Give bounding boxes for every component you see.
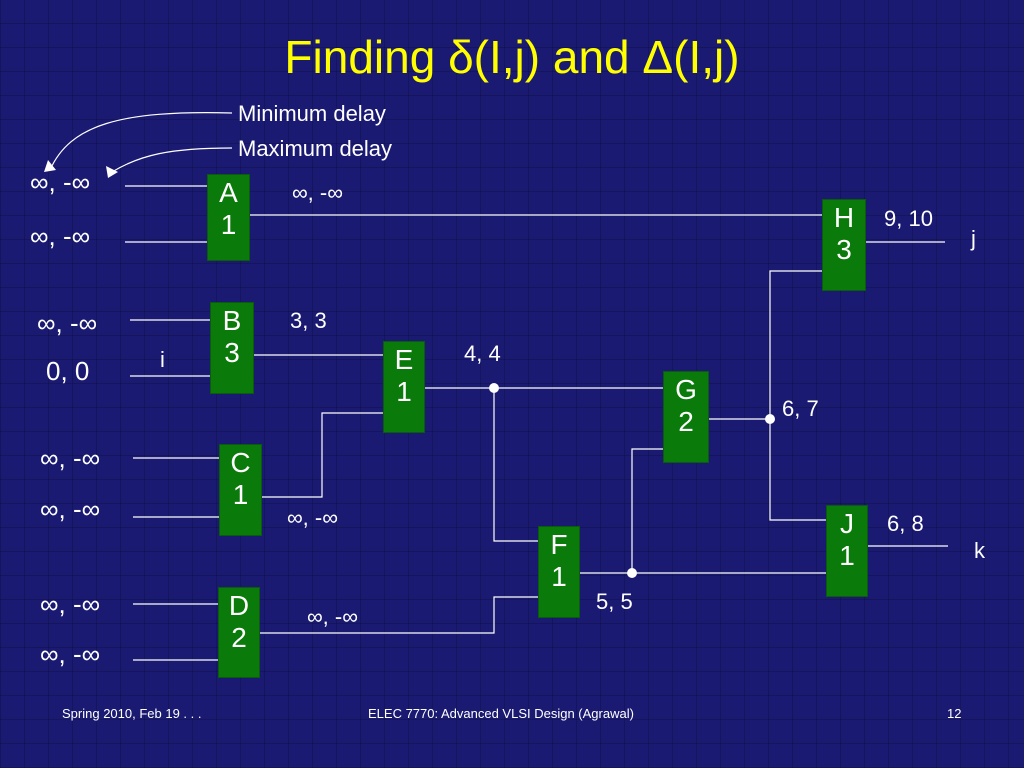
min-delay-label: Minimum delay xyxy=(238,101,386,126)
gate-e-name: E xyxy=(394,344,414,375)
gate-a: A 1 xyxy=(207,174,250,261)
footer-course: ELEC 7770: Advanced VLSI Design (Agrawal… xyxy=(368,706,634,721)
input-label-a1: ∞, -∞ xyxy=(30,167,91,197)
gate-g-name: G xyxy=(675,374,697,405)
gate-c: C 1 xyxy=(219,444,262,536)
wire-label-f-out: 5, 5 xyxy=(596,589,633,614)
gate-d-delay: 2 xyxy=(231,622,247,653)
gate-c-delay: 1 xyxy=(232,479,249,510)
gate-e-delay: 1 xyxy=(396,376,412,407)
slide-title: Finding δ(I,j) and Δ(I,j) xyxy=(284,31,740,83)
gate-b: B 3 xyxy=(210,302,254,394)
gate-d-name: D xyxy=(228,590,250,621)
wire-label-c-out: ∞, -∞ xyxy=(287,505,338,530)
max-delay-label: Maximum delay xyxy=(238,136,393,161)
gate-j-delay: 1 xyxy=(839,540,855,571)
gate-g: G 2 xyxy=(663,371,709,463)
gate-c-name: C xyxy=(230,447,251,478)
wire-label-e-out: 4, 4 xyxy=(464,341,501,366)
gate-f: F 1 xyxy=(538,526,580,618)
gate-h-delay: 3 xyxy=(836,234,852,265)
footer-page-number: 12 xyxy=(947,706,962,721)
wire-label-h-out: 9, 10 xyxy=(884,206,933,231)
wire-label-d-out: ∞, -∞ xyxy=(307,604,358,629)
gate-d: D 2 xyxy=(218,587,260,678)
gate-h: H 3 xyxy=(822,199,866,291)
gate-e: E 1 xyxy=(383,341,425,433)
fanout-dot-g xyxy=(765,414,775,424)
output-label-j: j xyxy=(971,226,976,251)
gate-f-delay: 1 xyxy=(551,561,567,592)
fanout-dot-e xyxy=(489,383,499,393)
min-delay-arrowhead xyxy=(44,160,56,172)
wire-label-j-out: 6, 8 xyxy=(887,511,924,536)
input-label-b1: ∞, -∞ xyxy=(37,308,98,338)
gate-h-name: H xyxy=(833,202,855,233)
gate-b-delay: 3 xyxy=(224,337,240,368)
wire-label-g-out: 6, 7 xyxy=(782,396,819,421)
input-label-d1: ∞, -∞ xyxy=(40,589,101,619)
output-label-k: k xyxy=(974,538,985,563)
input-label-c2: ∞, -∞ xyxy=(40,494,101,524)
input-label-a2: ∞, -∞ xyxy=(30,221,91,251)
gate-g-delay: 2 xyxy=(678,406,694,437)
gate-f-name: F xyxy=(550,529,568,560)
gate-b-name: B xyxy=(222,305,242,336)
gate-a-delay: 1 xyxy=(220,209,237,240)
max-delay-arrow xyxy=(111,147,233,173)
gate-a-name: A xyxy=(219,177,238,208)
min-delay-arrow xyxy=(49,112,233,171)
fanout-dot-f xyxy=(627,568,637,578)
gate-j: J 1 xyxy=(826,505,868,597)
input-label-d2: ∞, -∞ xyxy=(40,639,101,669)
input-label-c1: ∞, -∞ xyxy=(40,443,101,473)
wire-label-a-out: ∞, -∞ xyxy=(292,180,343,205)
input-label-b2: 0, 0 xyxy=(46,356,90,386)
max-delay-arrowhead xyxy=(106,166,118,178)
footer-date: Spring 2010, Feb 19 . . . xyxy=(62,706,202,721)
wire-label-b-out: 3, 3 xyxy=(290,308,327,333)
wire-label-i: i xyxy=(160,347,165,372)
gate-j-name: J xyxy=(840,508,854,539)
